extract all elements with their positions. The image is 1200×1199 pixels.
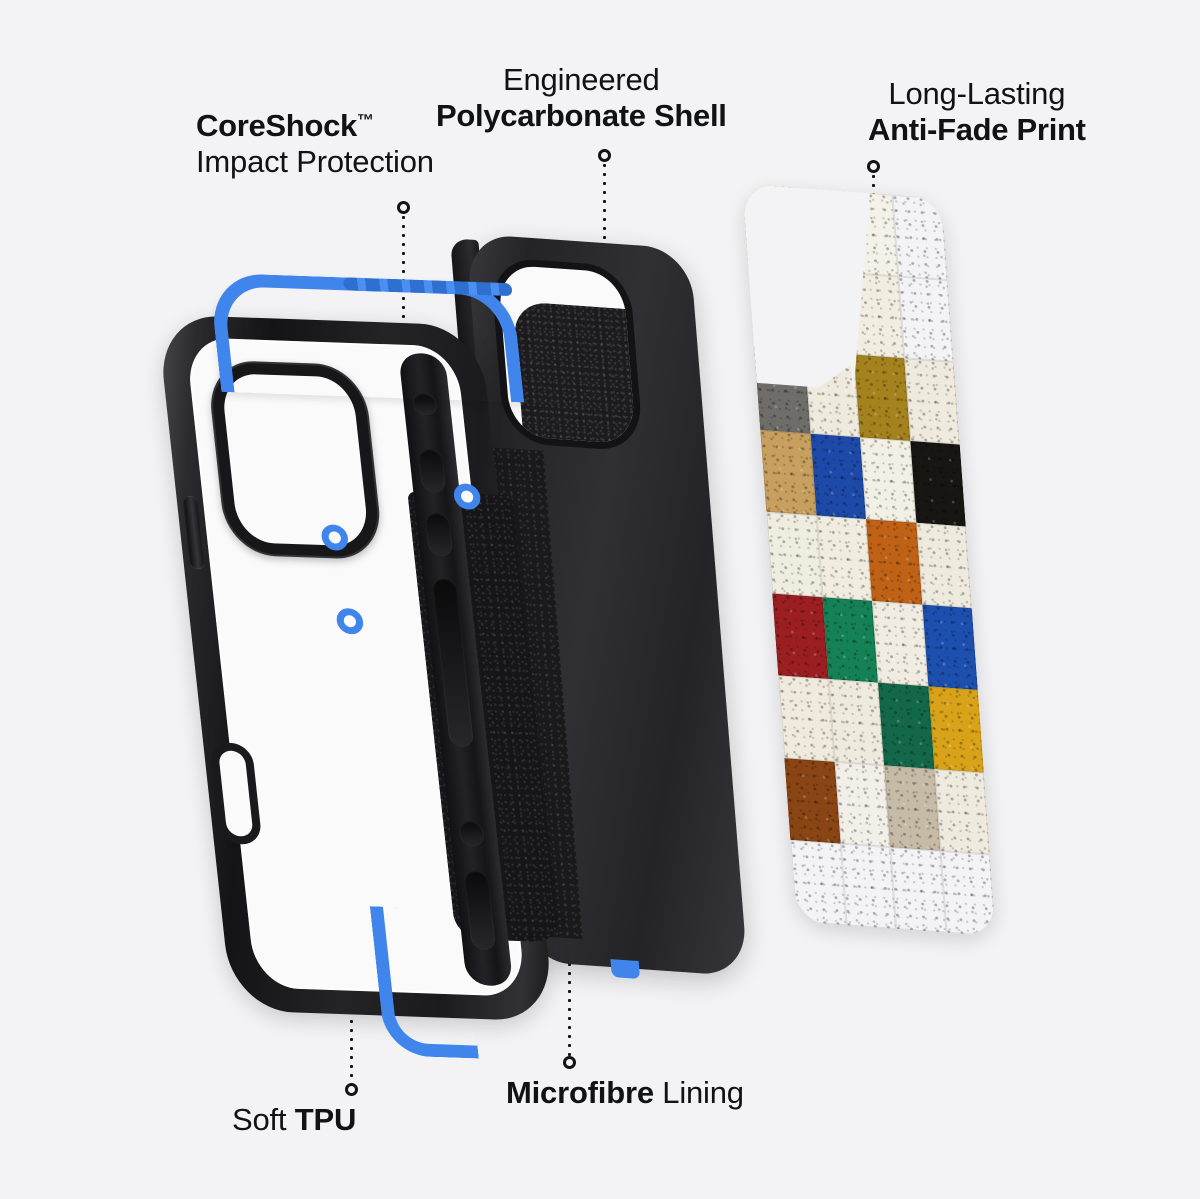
leader-endpoint-ring (563, 1056, 576, 1069)
print-tile (816, 515, 873, 601)
leader-line-coreshock (397, 201, 410, 325)
print-tile (903, 358, 960, 445)
callout-tpu: Soft TPU (232, 1102, 356, 1138)
print-tile (897, 276, 954, 363)
print-tile (840, 843, 897, 929)
print-tile (828, 679, 885, 765)
leader-endpoint-ring (598, 149, 611, 162)
leader-dots (603, 155, 606, 255)
leader-dots (350, 1020, 353, 1090)
print-tile (822, 597, 879, 683)
tpu-rail-slot (417, 448, 447, 493)
print-tile (872, 600, 928, 687)
coreshock-blue-tab (610, 959, 641, 980)
print-tile (884, 764, 940, 851)
print-tile (834, 761, 891, 847)
print-tile (784, 757, 841, 844)
print-tile (915, 522, 972, 609)
callout-anti-fade-title: Anti-Fade Print (868, 112, 1086, 148)
leader-endpoint-ring (867, 160, 880, 173)
print-tile (890, 846, 946, 933)
print-tile (859, 436, 916, 523)
tpu-rail-slot (458, 820, 486, 847)
tpu-rail-slot (424, 511, 454, 557)
callout-coreshock: CoreShock™ Impact Protection (196, 108, 434, 181)
callout-coreshock-subtitle: Impact Protection (196, 144, 434, 180)
print-tile (853, 354, 910, 441)
leader-line-polycarbonate (598, 149, 611, 255)
print-tile (760, 429, 817, 516)
print-tile (778, 675, 835, 762)
tpu-rail-slot (463, 869, 497, 951)
trademark-symbol: ™ (356, 111, 374, 130)
microfibre-lining-patch (512, 301, 644, 452)
leader-line-tpu (345, 1020, 358, 1096)
callout-anti-fade: Long-Lasting Anti-Fade Print (868, 76, 1086, 149)
callout-anti-fade-subtitle: Long-Lasting (888, 76, 1066, 111)
leader-dots (568, 963, 571, 1063)
callout-polycarbonate: Engineered Polycarbonate Shell (436, 62, 727, 135)
callout-polycarbonate-subtitle: Engineered (503, 62, 660, 97)
callout-microfibre-text: Microfibre Lining (506, 1075, 744, 1110)
print-tile (878, 682, 934, 769)
callout-polycarbonate-title: Polycarbonate Shell (436, 98, 727, 134)
print-tile (790, 839, 847, 926)
print-tile (933, 768, 990, 855)
callout-tpu-text: Soft TPU (232, 1102, 357, 1137)
callout-coreshock-title: CoreShock™ (196, 108, 374, 143)
leader-endpoint-ring (345, 1083, 358, 1096)
callout-microfibre: Microfibre Lining (506, 1075, 744, 1111)
print-tile (766, 511, 823, 598)
print-tile (772, 593, 829, 680)
tpu-rail-slot (431, 577, 475, 748)
coreshock-blue-bottom-rail (369, 906, 479, 1059)
print-tile (891, 194, 948, 281)
print-tile (939, 850, 996, 937)
print-tile (921, 604, 978, 691)
print-tile (865, 518, 922, 605)
print-tile (810, 433, 866, 519)
camera-notch-cut (742, 184, 856, 391)
leader-endpoint-ring (397, 201, 410, 214)
print-tile (927, 686, 984, 773)
leader-dots (402, 207, 405, 325)
leader-line-microfibre (563, 963, 576, 1069)
print-tile (909, 440, 966, 527)
coreshock-blue-top-rail (208, 272, 525, 403)
print-panel-layer (742, 183, 996, 937)
